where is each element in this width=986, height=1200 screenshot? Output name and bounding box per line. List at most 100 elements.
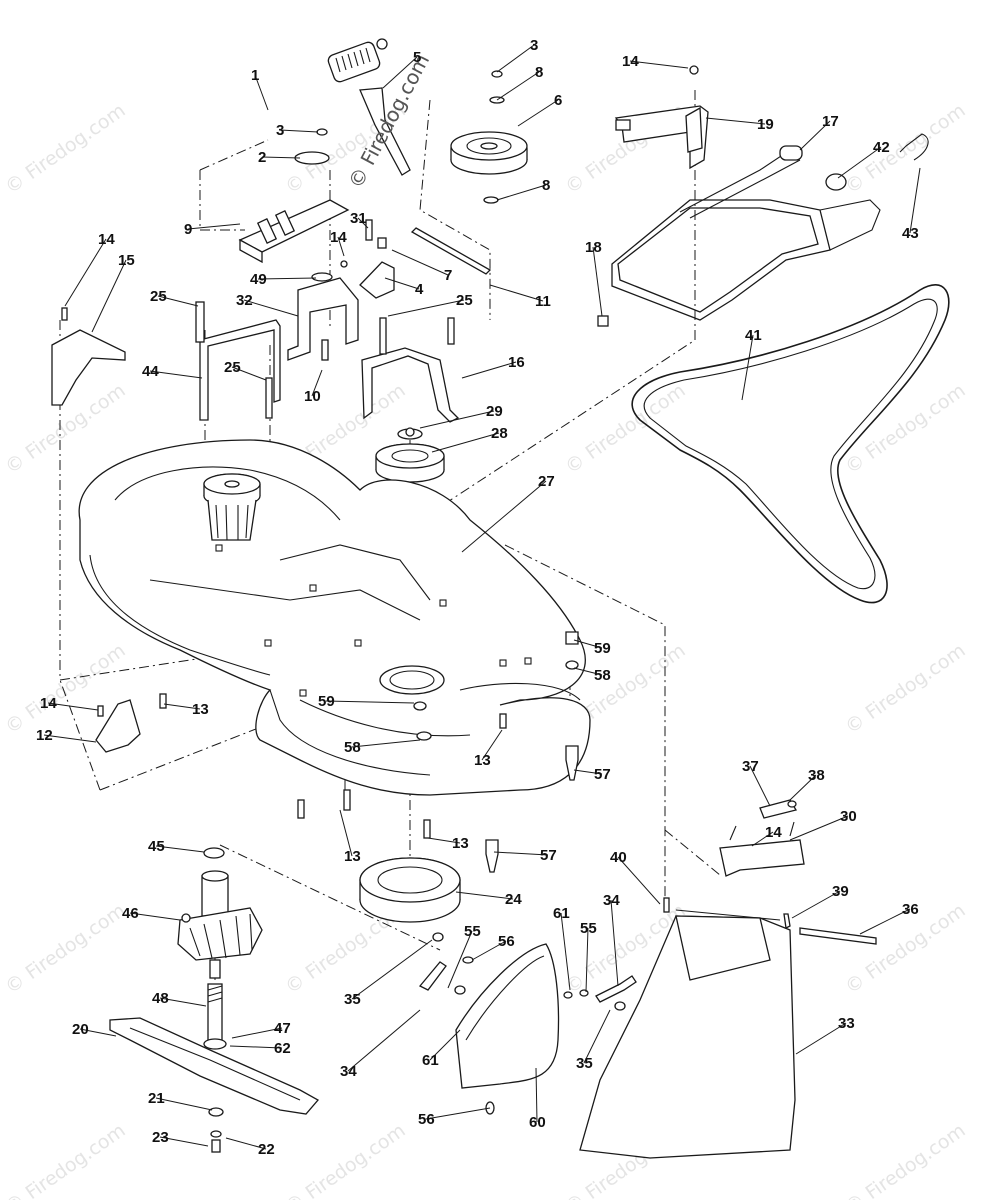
- part-number-p21: 21: [148, 1090, 165, 1107]
- leader-line-p28: [431, 432, 500, 453]
- leader-line-p8a: [496, 71, 540, 101]
- leader-line-p58a: [573, 667, 603, 676]
- part-number-p28: 28: [491, 425, 508, 442]
- tension-spring: [327, 38, 388, 83]
- part-number-p45: 45: [148, 838, 165, 855]
- leader-line-p13c: [339, 809, 353, 857]
- part-number-p25c: 25: [224, 359, 241, 376]
- part-number-p32: 32: [236, 292, 253, 309]
- leader-line-p57a: [573, 769, 603, 775]
- part-number-p61a: 61: [553, 905, 570, 922]
- part-number-p14c: 14: [622, 53, 639, 70]
- part-number-p38: 38: [808, 767, 825, 784]
- leader-line-p34a: [610, 899, 619, 987]
- part-number-p62: 62: [274, 1040, 291, 1057]
- leader-line-p56b: [425, 1107, 491, 1120]
- leader-line-p39: [791, 890, 841, 919]
- part-number-p15: 15: [118, 252, 135, 269]
- leader-line-p48: [159, 997, 207, 1007]
- leader-line-p35a: [351, 939, 433, 1000]
- watermark-tile: © Firedog.com: [1, 1119, 129, 1200]
- part-number-p14b: 14: [98, 231, 115, 248]
- deck-hanger-bracket: [287, 219, 395, 361]
- leader-line-p20: [79, 1028, 117, 1037]
- leader-line-p55b: [447, 930, 473, 989]
- part-number-p14a: 14: [330, 229, 347, 246]
- deck-pulley: [375, 427, 445, 483]
- leader-line-p3a: [496, 44, 535, 73]
- leader-line-p25b: [387, 299, 465, 317]
- part-number-p36: 36: [902, 901, 919, 918]
- part-number-p57a: 57: [594, 766, 611, 783]
- part-number-p61b: 61: [422, 1052, 439, 1069]
- part-number-p42: 42: [873, 139, 890, 156]
- leader-line-p24: [455, 891, 514, 900]
- part-number-p13b: 13: [474, 752, 491, 769]
- part-number-p35a: 35: [344, 991, 361, 1008]
- leader-line-p45: [155, 845, 205, 853]
- adjustment-rod: [410, 227, 492, 275]
- part-number-p20: 20: [72, 1021, 89, 1038]
- leader-line-p15: [91, 259, 127, 333]
- leader-line-p36: [859, 908, 911, 935]
- leader-line-p30: [789, 815, 849, 841]
- part-number-p10: 10: [304, 388, 321, 405]
- part-number-p30: 30: [840, 808, 857, 825]
- drive-belt: [631, 284, 950, 604]
- part-number-p44: 44: [142, 363, 159, 380]
- leader-line-p25a: [157, 295, 199, 307]
- mower-deck-housing: [78, 439, 591, 796]
- part-number-p58b: 58: [344, 739, 361, 756]
- part-number-p48: 48: [152, 990, 169, 1007]
- leader-line-p8b: [496, 184, 547, 201]
- part-number-p2: 2: [258, 149, 266, 166]
- part-number-p34a: 34: [603, 892, 620, 909]
- part-number-p60: 60: [529, 1114, 546, 1131]
- leader-line-p31: [357, 217, 369, 229]
- leader-line-p32: [243, 299, 299, 317]
- leader-line-p60: [535, 1067, 538, 1123]
- leader-line-p33: [795, 1022, 847, 1055]
- part-number-p9: 9: [184, 221, 192, 238]
- part-number-p13d: 13: [452, 835, 469, 852]
- part-number-p16: 16: [508, 354, 525, 371]
- idler-arm: [359, 87, 411, 176]
- leader-line-p13a: [163, 703, 201, 710]
- mount-bracket: [238, 128, 350, 264]
- watermark-tile: © Firedog.com: [1, 899, 129, 998]
- leader-line-p21: [155, 1097, 213, 1111]
- leader-line-p22: [225, 1137, 267, 1150]
- part-number-p35b: 35: [576, 1055, 593, 1072]
- part-number-p47: 47: [274, 1020, 291, 1037]
- watermark-tile: © Firedog.com: [841, 99, 969, 198]
- part-number-p22: 22: [258, 1141, 275, 1158]
- part-number-p3b: 3: [276, 122, 284, 139]
- leader-line-p4: [384, 277, 420, 290]
- part-number-p34b: 34: [340, 1063, 357, 1080]
- leader-line-p14a: [337, 236, 345, 257]
- part-number-p37: 37: [742, 758, 759, 775]
- leader-line-p14e: [751, 831, 774, 847]
- leader-line-p58b: [351, 739, 421, 748]
- part-number-p18: 18: [585, 239, 602, 256]
- part-number-p19: 19: [757, 116, 774, 133]
- part-number-p41: 41: [745, 327, 762, 344]
- leader-line-p10: [311, 369, 323, 397]
- leader-line-p57b: [493, 851, 549, 856]
- leader-line-p2: [261, 156, 301, 159]
- deck-lift-assembly: [597, 65, 929, 327]
- leader-line-p56a: [471, 940, 507, 961]
- watermark-tile: © Firedog.com: [281, 1119, 409, 1200]
- part-number-p39: 39: [832, 883, 849, 900]
- leader-line-p14b: [64, 238, 107, 307]
- part-number-p14d: 14: [40, 695, 57, 712]
- mower-blade: [109, 1017, 320, 1153]
- rear-deck-bracket: [95, 631, 579, 873]
- part-number-p29: 29: [486, 403, 503, 420]
- leader-line-p61a: [560, 912, 571, 991]
- leader-line-p23: [159, 1136, 209, 1147]
- front-hanger-rod: [195, 301, 281, 421]
- leader-line-p35b: [583, 1009, 611, 1064]
- part-number-p13c: 13: [344, 848, 361, 865]
